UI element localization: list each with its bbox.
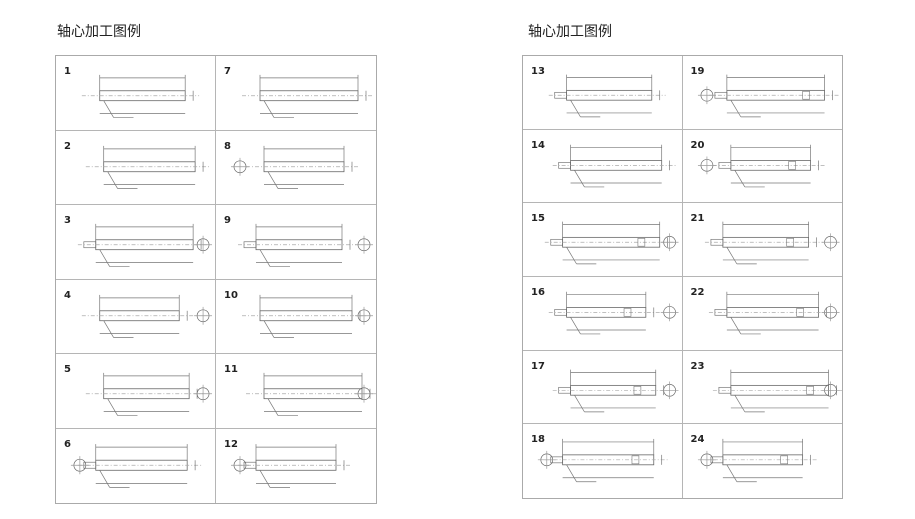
drawing-cell: 11 (216, 354, 376, 429)
drawing-number: 7 (224, 66, 231, 77)
drawing-number: 9 (224, 215, 231, 226)
shaft-drawing (704, 221, 840, 265)
shaft-drawing (697, 144, 825, 187)
drawing-number: 14 (531, 139, 545, 151)
left-sheet-title: 轴心加工图例 (57, 24, 141, 40)
drawing-cell: 20 (682, 130, 842, 204)
shaft-drawing (697, 74, 839, 118)
drawing-cell: 23 (682, 351, 842, 425)
drawing-cell: 10 (216, 280, 376, 354)
shaft-drawing (77, 223, 213, 267)
drawing-cell: 19 (682, 56, 842, 130)
shaft-drawing (544, 221, 679, 265)
drawing-cell: 6 (56, 428, 216, 503)
shaft-drawing (231, 443, 350, 488)
drawing-number: 11 (224, 364, 238, 375)
left-drawing-sheet: 1 7 2 8 3 9 4 10 5 11 6 12 (55, 55, 377, 504)
drawing-number: 12 (224, 438, 238, 450)
drawing-number: 22 (690, 286, 705, 298)
drawing-cell: 5 (56, 354, 216, 429)
drawing-cell: 21 (682, 203, 842, 277)
shaft-drawing (548, 74, 666, 118)
shaft-drawing (708, 291, 840, 335)
shaft-drawing (552, 144, 676, 187)
drawing-cell: 2 (56, 130, 216, 205)
shaft-drawing (246, 372, 376, 416)
drawing-cell: 7 (216, 56, 376, 131)
shaft-drawing (537, 439, 668, 483)
drawing-cell: 8 (216, 131, 376, 205)
shaft-drawing (552, 369, 679, 412)
drawing-number: 8 (224, 140, 231, 152)
drawing-number: 23 (690, 360, 705, 372)
drawing-cell: 22 (682, 277, 842, 351)
drawing-cell: 17 (523, 350, 683, 425)
drawing-cell: 12 (216, 429, 376, 504)
drawing-number: 1 (64, 66, 71, 77)
drawing-number: 5 (64, 364, 71, 375)
drawing-cell: 4 (56, 279, 216, 354)
right-drawing-sheet: 13 19 14 20 15 21 16 22 17 23 18 24 (522, 55, 843, 499)
drawing-number: 24 (690, 434, 705, 446)
drawing-number: 19 (690, 66, 705, 77)
drawing-number: 4 (64, 289, 71, 301)
right-sheet-title: 轴心加工图例 (528, 24, 612, 40)
drawing-number: 21 (690, 213, 705, 225)
drawing-number: 10 (224, 289, 238, 301)
drawing-number: 18 (531, 434, 545, 446)
shaft-drawing (70, 443, 202, 488)
shaft-drawing (712, 369, 842, 412)
shaft-drawing (242, 294, 373, 338)
drawing-cell: 18 (523, 424, 683, 498)
drawing-number: 17 (531, 360, 545, 372)
drawing-number: 15 (531, 213, 545, 225)
drawing-number: 16 (531, 286, 545, 298)
shaft-drawing (548, 291, 679, 335)
drawing-cell: 16 (523, 276, 683, 351)
drawing-number: 3 (64, 215, 71, 226)
shaft-drawing (85, 145, 210, 189)
drawing-cell: 15 (523, 203, 683, 277)
drawing-cell: 9 (216, 205, 376, 280)
shaft-drawing (697, 439, 817, 483)
shaft-drawing (242, 74, 372, 118)
drawing-cell: 13 (523, 56, 683, 130)
drawing-cell: 3 (56, 205, 216, 280)
drawing-number: 6 (64, 438, 71, 450)
drawing-number: 13 (531, 66, 545, 77)
shaft-drawing (238, 223, 373, 267)
shaft-drawing (231, 145, 358, 189)
drawing-cell: 24 (683, 424, 843, 498)
drawing-number: 2 (64, 140, 71, 152)
shaft-drawing (81, 294, 213, 338)
drawing-number: 20 (690, 139, 705, 151)
drawing-cell: 14 (523, 129, 683, 204)
shaft-drawing (81, 74, 200, 118)
drawing-cell: 1 (56, 56, 216, 131)
shaft-drawing (85, 372, 213, 416)
